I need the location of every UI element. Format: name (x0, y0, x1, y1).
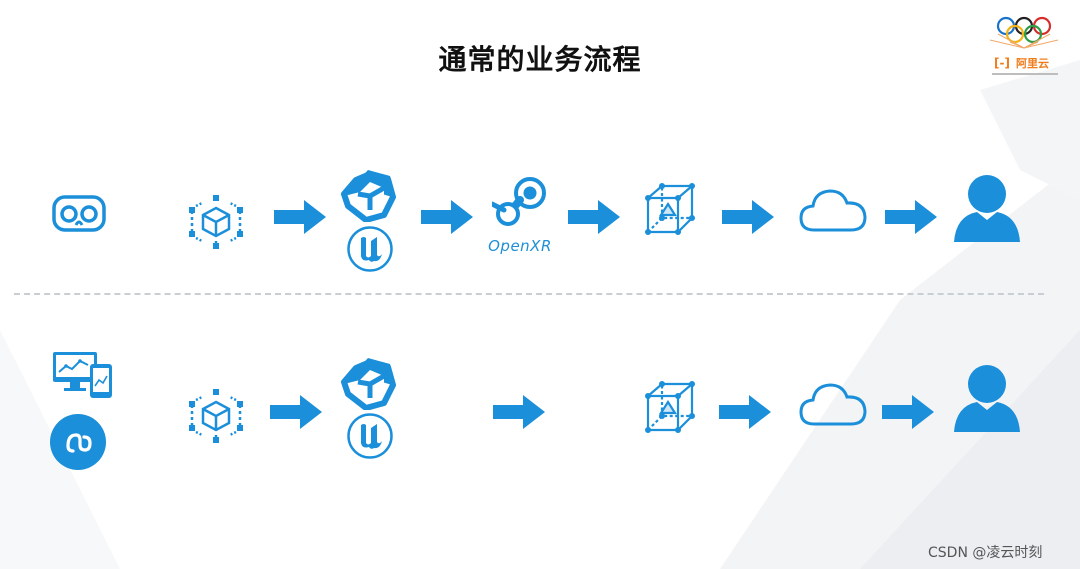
alibaba-cloud-olympic-logo: [-] 阿里云 (989, 16, 1059, 75)
unreal-engine-icon (347, 226, 393, 272)
user-icon (954, 175, 1020, 242)
wireframe-cube-icon (645, 183, 695, 235)
flow-arrow-icon (493, 395, 545, 429)
unity-icon (341, 170, 396, 222)
flow-arrow-icon (885, 200, 937, 234)
cloud-icon (799, 189, 867, 232)
openxr-label: OpenXR (488, 237, 552, 255)
monitor-phone-icon (53, 352, 112, 398)
svg-text:[-]: [-] (994, 56, 1010, 70)
unity-icon (341, 358, 396, 410)
flow-arrow-icon (421, 200, 473, 234)
flow-arrow-icon (270, 395, 322, 429)
cloud-icon (799, 383, 867, 426)
flow-arrow-icon (722, 200, 774, 234)
vr-headset-icon (52, 195, 106, 232)
flow-arrow-icon (568, 200, 620, 234)
unreal-engine-icon (347, 413, 393, 459)
section-divider (14, 293, 1044, 295)
user-icon (954, 365, 1020, 432)
flow-arrow-icon (882, 395, 934, 429)
page-title: 通常的业务流程 (438, 43, 642, 76)
3d-asset-cube-icon (189, 389, 243, 443)
mini-program-icon (50, 414, 106, 470)
steam-icon (492, 177, 546, 226)
wireframe-cube-icon (645, 381, 695, 433)
flow-arrow-icon (719, 395, 771, 429)
flow-arrow-icon (274, 200, 326, 234)
watermark: CSDN @凌云时刻 (928, 545, 1043, 561)
svg-text:阿里云: 阿里云 (1016, 56, 1049, 70)
3d-asset-cube-icon (189, 195, 243, 249)
